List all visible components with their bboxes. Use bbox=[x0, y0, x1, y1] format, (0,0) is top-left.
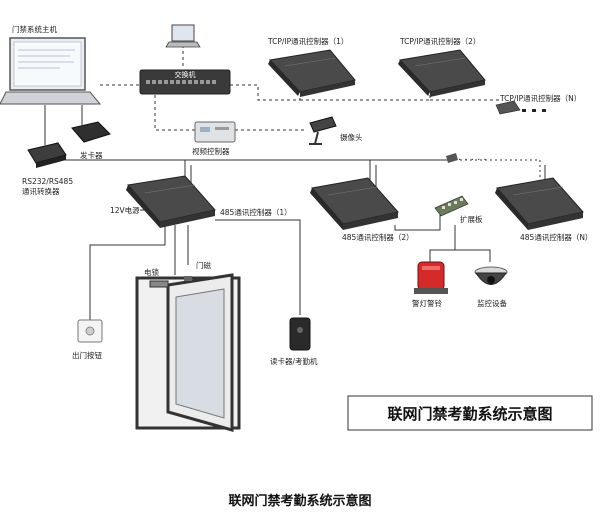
link-expansion-alarm bbox=[429, 225, 456, 262]
card-reader: 读卡器/考勤机 bbox=[270, 317, 318, 366]
label-host-pc: 门禁系统主机 bbox=[12, 24, 57, 34]
label-ctrl-485-n: 485通讯控制器（N） bbox=[520, 232, 592, 242]
label-lock: 电锁 bbox=[144, 267, 159, 277]
label-issuer: 发卡器 bbox=[80, 150, 103, 160]
label-tcp-ctrl-1: TCP/IP通讯控制器（1） bbox=[267, 36, 348, 46]
label-monitor: 监控设备 bbox=[477, 298, 507, 308]
label-converter-line1: RS232/RS485 bbox=[22, 177, 73, 186]
bus-connector bbox=[446, 153, 458, 163]
host-pc-keyboard bbox=[0, 91, 102, 105]
link-ctrl2-expansion bbox=[394, 215, 441, 231]
electric-lock bbox=[149, 280, 169, 288]
tcp-controller-n: TCP/IP通讯控制器（N） bbox=[495, 93, 581, 115]
link-switch-tcp bbox=[230, 84, 301, 101]
host-pc: 门禁系统主机 bbox=[0, 24, 102, 105]
label-door-magnet: 门磁 bbox=[196, 260, 211, 270]
expansion-board: 扩展板 bbox=[434, 195, 483, 224]
label-tcp-ctrl-2: TCP/IP通讯控制器（2） bbox=[399, 36, 480, 46]
label-alarm: 警灯警铃 bbox=[412, 298, 442, 308]
network-switch: 交换机 bbox=[139, 69, 231, 95]
label-tcp-ctrl-n: TCP/IP通讯控制器（N） bbox=[499, 93, 581, 103]
controller-485-2: 485通讯控制器（2） bbox=[310, 177, 414, 242]
label-reader: 读卡器/考勤机 bbox=[270, 356, 318, 366]
label-ctrl-485-1: 485通讯控制器（1） bbox=[220, 207, 292, 217]
link-ctrl1-exit bbox=[89, 225, 166, 320]
link-switch-video bbox=[154, 95, 195, 131]
door: 电锁 门磁 bbox=[135, 260, 241, 432]
card-issuer: 发卡器 bbox=[71, 121, 111, 160]
tcp-controller-2: TCP/IP通讯控制器（2） bbox=[398, 36, 486, 97]
controller-485-1: 485通讯控制器（1） 12V电源 bbox=[110, 175, 292, 228]
label-expansion: 扩展板 bbox=[460, 214, 483, 224]
tcp-controller-1: TCP/IP通讯控制器（1） bbox=[267, 36, 356, 97]
label-camera: 摄像头 bbox=[340, 132, 363, 142]
label-video-ctrl: 视频控制器 bbox=[192, 146, 230, 156]
video-controller: 视频控制器 bbox=[192, 121, 236, 156]
monitor-dome-icon: 监控设备 bbox=[474, 266, 508, 308]
alarm-icon: 警灯警铃 bbox=[412, 261, 448, 308]
bus-dots: · · · · · bbox=[458, 155, 487, 166]
controller-485-n: 485通讯控制器（N） bbox=[495, 177, 592, 242]
link-tcp1-tcp2 bbox=[300, 95, 431, 101]
exit-button: 出门按钮 bbox=[72, 319, 103, 360]
link-ctrl1-reader bbox=[215, 219, 301, 315]
label-converter-line2: 通讯转换器 bbox=[22, 186, 60, 196]
label-power-12v: 12V电源 bbox=[110, 205, 140, 215]
label-exit-button: 出门按钮 bbox=[72, 350, 102, 360]
bottom-caption: 联网门禁考勤系统示意图 bbox=[228, 493, 371, 509]
label-ctrl-485-2: 485通讯控制器（2） bbox=[342, 232, 414, 242]
camera-icon: 摄像头 bbox=[309, 116, 363, 145]
small-laptop bbox=[165, 24, 201, 48]
rs232-rs485-converter: RS232/RS485 通讯转换器 bbox=[22, 142, 73, 196]
caption-box-text: 联网门禁考勤系统示意图 bbox=[387, 405, 552, 423]
link-expansion-monitor bbox=[455, 249, 491, 262]
label-switch: 交换机 bbox=[175, 70, 196, 79]
caption-box: 联网门禁考勤系统示意图 bbox=[347, 395, 593, 431]
bus-continuation bbox=[455, 159, 541, 195]
door-magnet bbox=[184, 276, 192, 281]
